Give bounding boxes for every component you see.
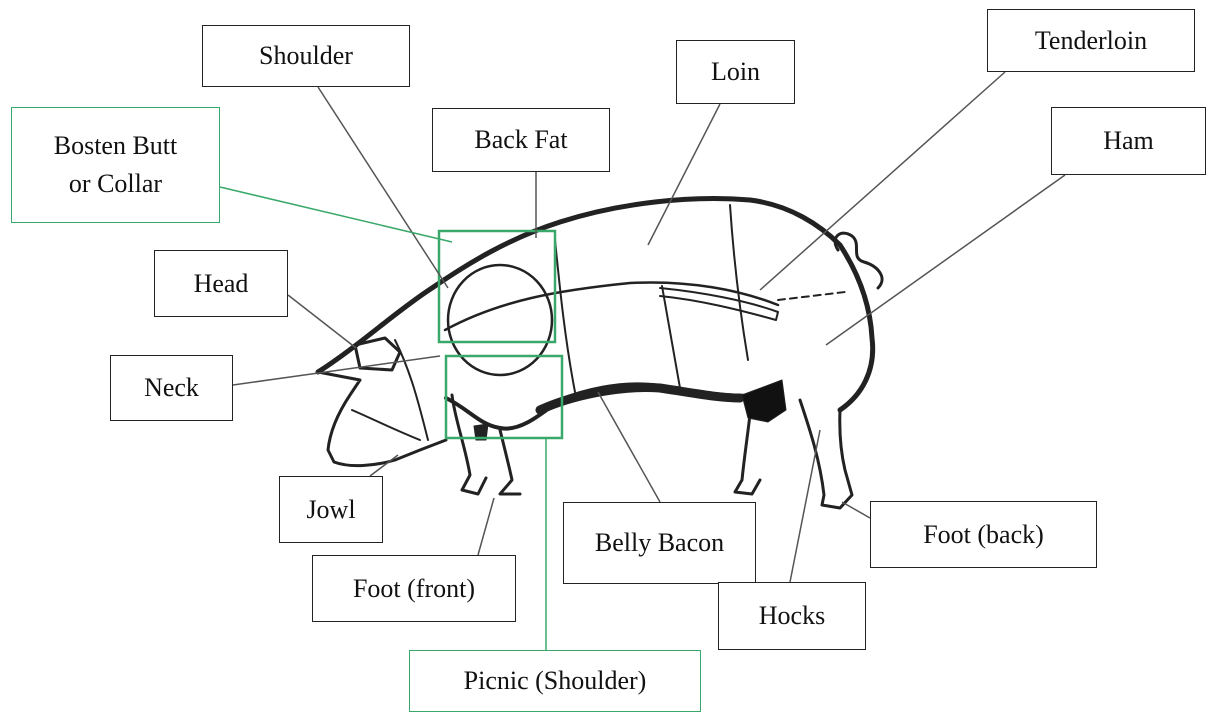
label-ham: Ham — [1051, 107, 1206, 175]
leader-belly-bacon — [598, 392, 660, 502]
label-shoulder: Shoulder — [202, 25, 410, 87]
pig-cut-divider-2 — [662, 286, 680, 388]
label-bosten-butt-line2: or Collar — [69, 165, 162, 203]
leader-head — [288, 295, 356, 348]
leader-foot-back — [842, 502, 870, 518]
pig-jowl-line — [352, 410, 420, 440]
pig-ham-divider — [778, 292, 845, 300]
label-head: Head — [154, 250, 288, 317]
pig-loin-band — [445, 282, 778, 330]
label-back-fat: Back Fat — [432, 108, 610, 172]
pig-front-leg-1 — [452, 395, 486, 494]
picnic-region-box — [446, 356, 562, 438]
pig-belly-dark-band — [540, 388, 740, 410]
pig-tenderloin-strip — [660, 288, 778, 320]
label-hocks: Hocks — [718, 582, 866, 650]
label-belly-bacon: Belly Bacon — [563, 502, 756, 584]
leader-tenderloin — [760, 72, 1005, 290]
label-loin: Loin — [676, 40, 795, 104]
pig-hock-dark — [742, 380, 786, 422]
label-foot-back: Foot (back) — [870, 501, 1097, 568]
label-bosten-butt: Bosten Butt or Collar — [11, 107, 220, 223]
label-picnic: Picnic (Shoulder) — [409, 650, 701, 712]
leader-foot-front — [478, 498, 494, 555]
pig-cut-divider-3 — [730, 205, 748, 360]
label-bosten-butt-line1: Bosten Butt — [54, 127, 178, 165]
pig-head-outline — [318, 372, 446, 466]
pig-front-leg-2 — [500, 430, 520, 494]
label-foot-front: Foot (front) — [312, 555, 516, 622]
label-tenderloin: Tenderloin — [987, 9, 1195, 72]
label-jowl: Jowl — [279, 476, 383, 543]
leader-hocks — [790, 430, 820, 582]
leader-bosten-butt — [220, 187, 452, 242]
label-neck: Neck — [110, 355, 233, 421]
leader-loin — [648, 104, 720, 245]
leader-shoulder — [318, 87, 448, 288]
pig-cut-divider-1 — [555, 240, 575, 392]
